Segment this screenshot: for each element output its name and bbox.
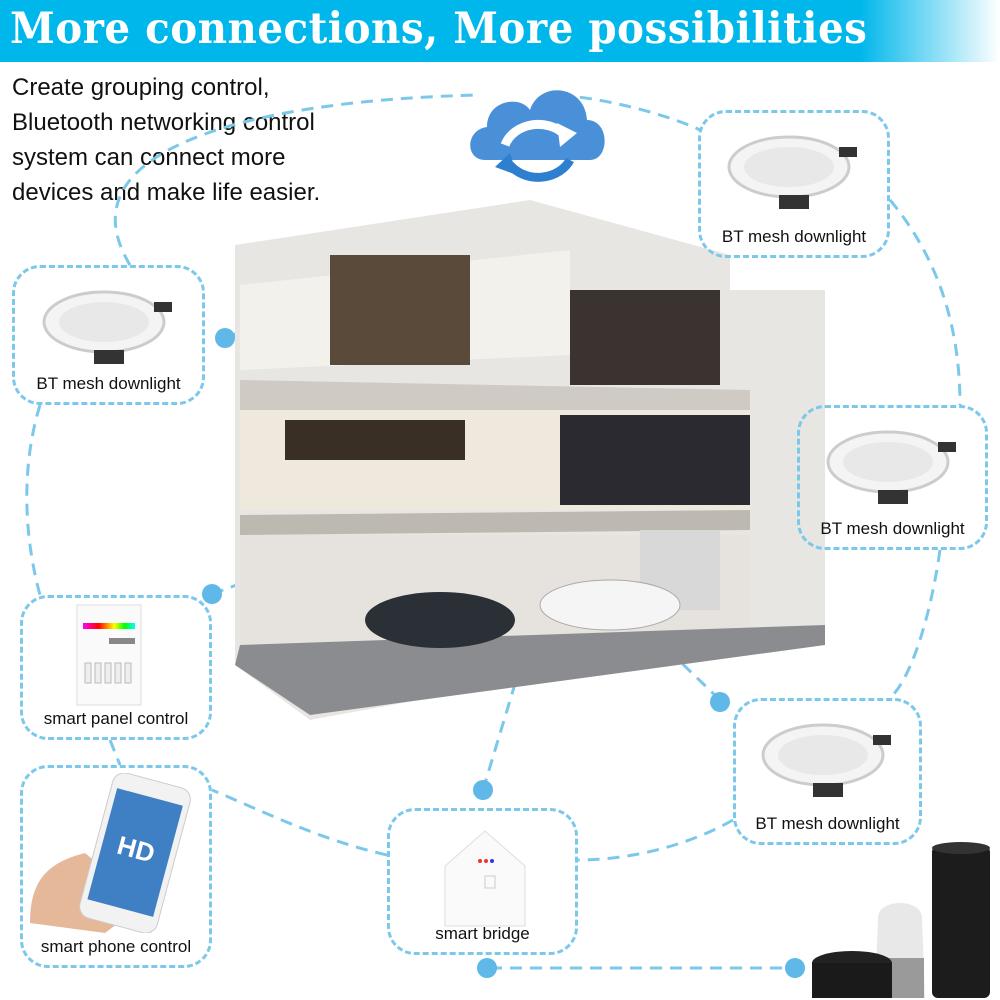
downlight-icon: [761, 723, 891, 797]
bridge-card: smart bridge: [387, 808, 578, 955]
downlight-top-right-card: BT mesh downlight: [698, 110, 890, 258]
smart-speakers-icon: [812, 842, 990, 998]
house-illustration: [235, 200, 825, 720]
bridge-label: smart bridge: [435, 924, 530, 943]
smartphone-icon: HD: [30, 773, 191, 933]
bridge-icon: [444, 830, 526, 927]
header-banner: More connections, More possibilities: [0, 0, 1000, 62]
panel-card: smart panel control: [20, 595, 212, 740]
downlight-left-card: BT mesh downlight: [12, 265, 205, 405]
downlight-bottom-right-card: BT mesh downlight: [733, 698, 922, 845]
phone-card: HD smart phone control: [20, 765, 212, 968]
downlight-label: BT mesh downlight: [755, 814, 900, 833]
downlight-icon: [826, 430, 956, 504]
page-title: More connections, More possibilities: [10, 4, 868, 54]
cloud-sync-icon: [470, 90, 605, 182]
smart-panel-icon: [76, 604, 142, 706]
phone-label: smart phone control: [40, 937, 192, 956]
downlight-icon: [42, 290, 172, 364]
downlight-icon: [727, 135, 857, 209]
panel-label: smart panel control: [43, 709, 189, 728]
intro-text: Create grouping control, Bluetooth netwo…: [12, 74, 321, 206]
downlight-label: BT mesh downlight: [36, 374, 181, 393]
downlight-mid-right-card: BT mesh downlight: [797, 405, 988, 550]
downlight-label: BT mesh downlight: [721, 227, 867, 246]
downlight-label: BT mesh downlight: [820, 519, 965, 538]
